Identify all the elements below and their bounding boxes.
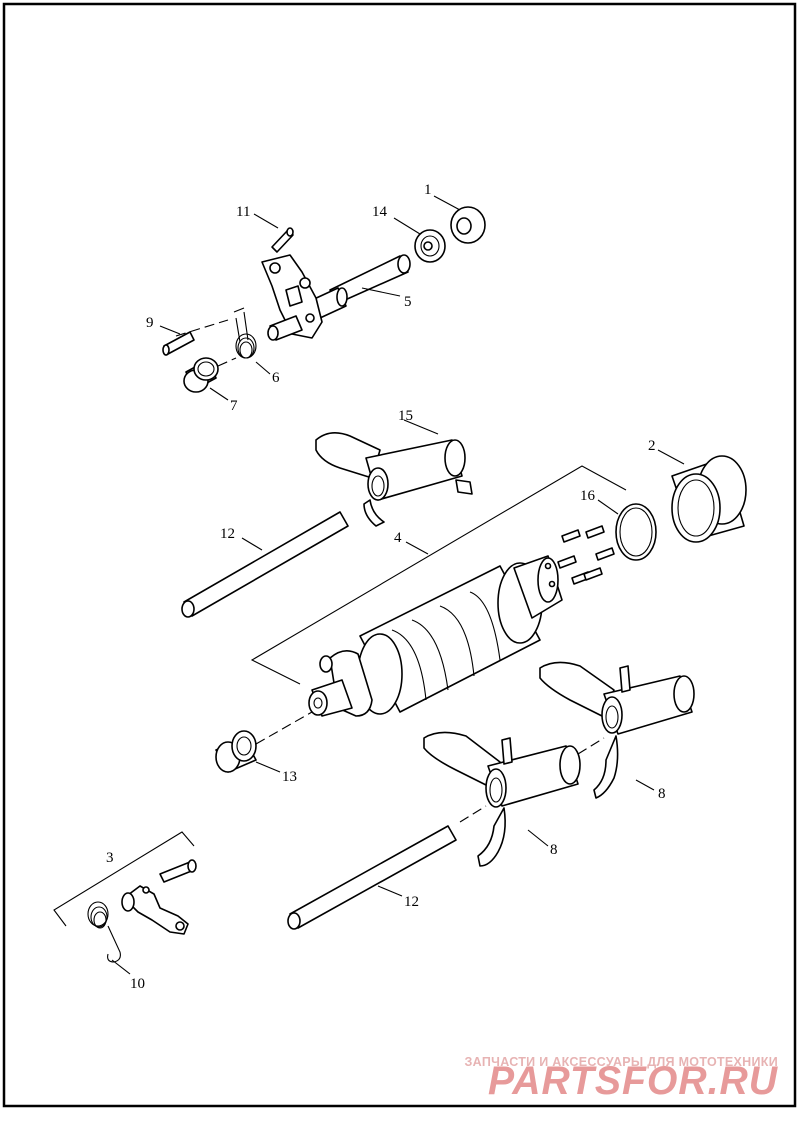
drum-dowel-pins [557, 525, 615, 585]
part-7-bushing [183, 357, 219, 393]
callout-13: 13 [282, 769, 297, 785]
callout-12-lower: 12 [404, 894, 419, 910]
callout-14: 14 [372, 204, 388, 220]
part-15-shift-fork [315, 432, 473, 527]
callout-6: 6 [272, 370, 280, 386]
part-12-fork-shaft-upper [181, 511, 349, 618]
callout-16: 16 [580, 488, 596, 504]
watermark-tagline: ЗАПЧАСТИ И АКСЕССУАРЫ ДЛЯ МОТОТЕХНИКИ [465, 1055, 778, 1069]
callout-8-center: 8 [550, 842, 558, 858]
part-3-shifter-pawl-assembly [121, 859, 197, 935]
bracket-lines [53, 465, 627, 927]
part-8-shift-fork-right [539, 661, 695, 799]
part-16-retaining-ring [615, 503, 657, 561]
callout-12-upper: 12 [220, 526, 235, 542]
alignment-lines [175, 319, 605, 823]
part-6-torsion-spring [233, 307, 257, 359]
diagram-frame [2, 2, 797, 1108]
part-14-bearing [414, 229, 446, 263]
part-5-shifter-shaft [261, 254, 411, 341]
part-13-drum-bushing [215, 730, 257, 773]
callout-15: 15 [398, 408, 413, 424]
part-12-fork-shaft-lower [287, 825, 457, 930]
callout-9: 9 [146, 315, 154, 331]
callout-10: 10 [130, 976, 145, 992]
part-10-return-spring [87, 901, 121, 963]
part-11-spring-pin [271, 227, 294, 253]
callout-7: 7 [230, 398, 238, 414]
callout-11: 11 [236, 204, 250, 220]
part-1-washer [450, 206, 486, 244]
callout-4: 4 [394, 530, 402, 546]
leader-lines [111, 195, 685, 975]
callout-1: 1 [424, 182, 432, 198]
part-4-shift-drum [308, 555, 563, 717]
callout-labels: 1 14 11 5 9 6 7 15 2 16 12 4 13 8 8 3 12… [106, 182, 666, 992]
part-2-bearing-race [671, 455, 747, 543]
callout-2: 2 [648, 438, 656, 454]
watermark: ЗАПЧАСТИ И АКСЕССУАРЫ ДЛЯ МОТОТЕХНИКИ PA… [465, 1055, 778, 1103]
callout-8-right: 8 [658, 786, 666, 802]
callout-5: 5 [404, 294, 412, 310]
part-8-shift-fork-center [423, 731, 581, 867]
callout-3: 3 [106, 850, 114, 866]
part-9-dowel-pin [162, 331, 195, 356]
watermark-logo: PARTSFOR.RU [488, 1059, 778, 1103]
